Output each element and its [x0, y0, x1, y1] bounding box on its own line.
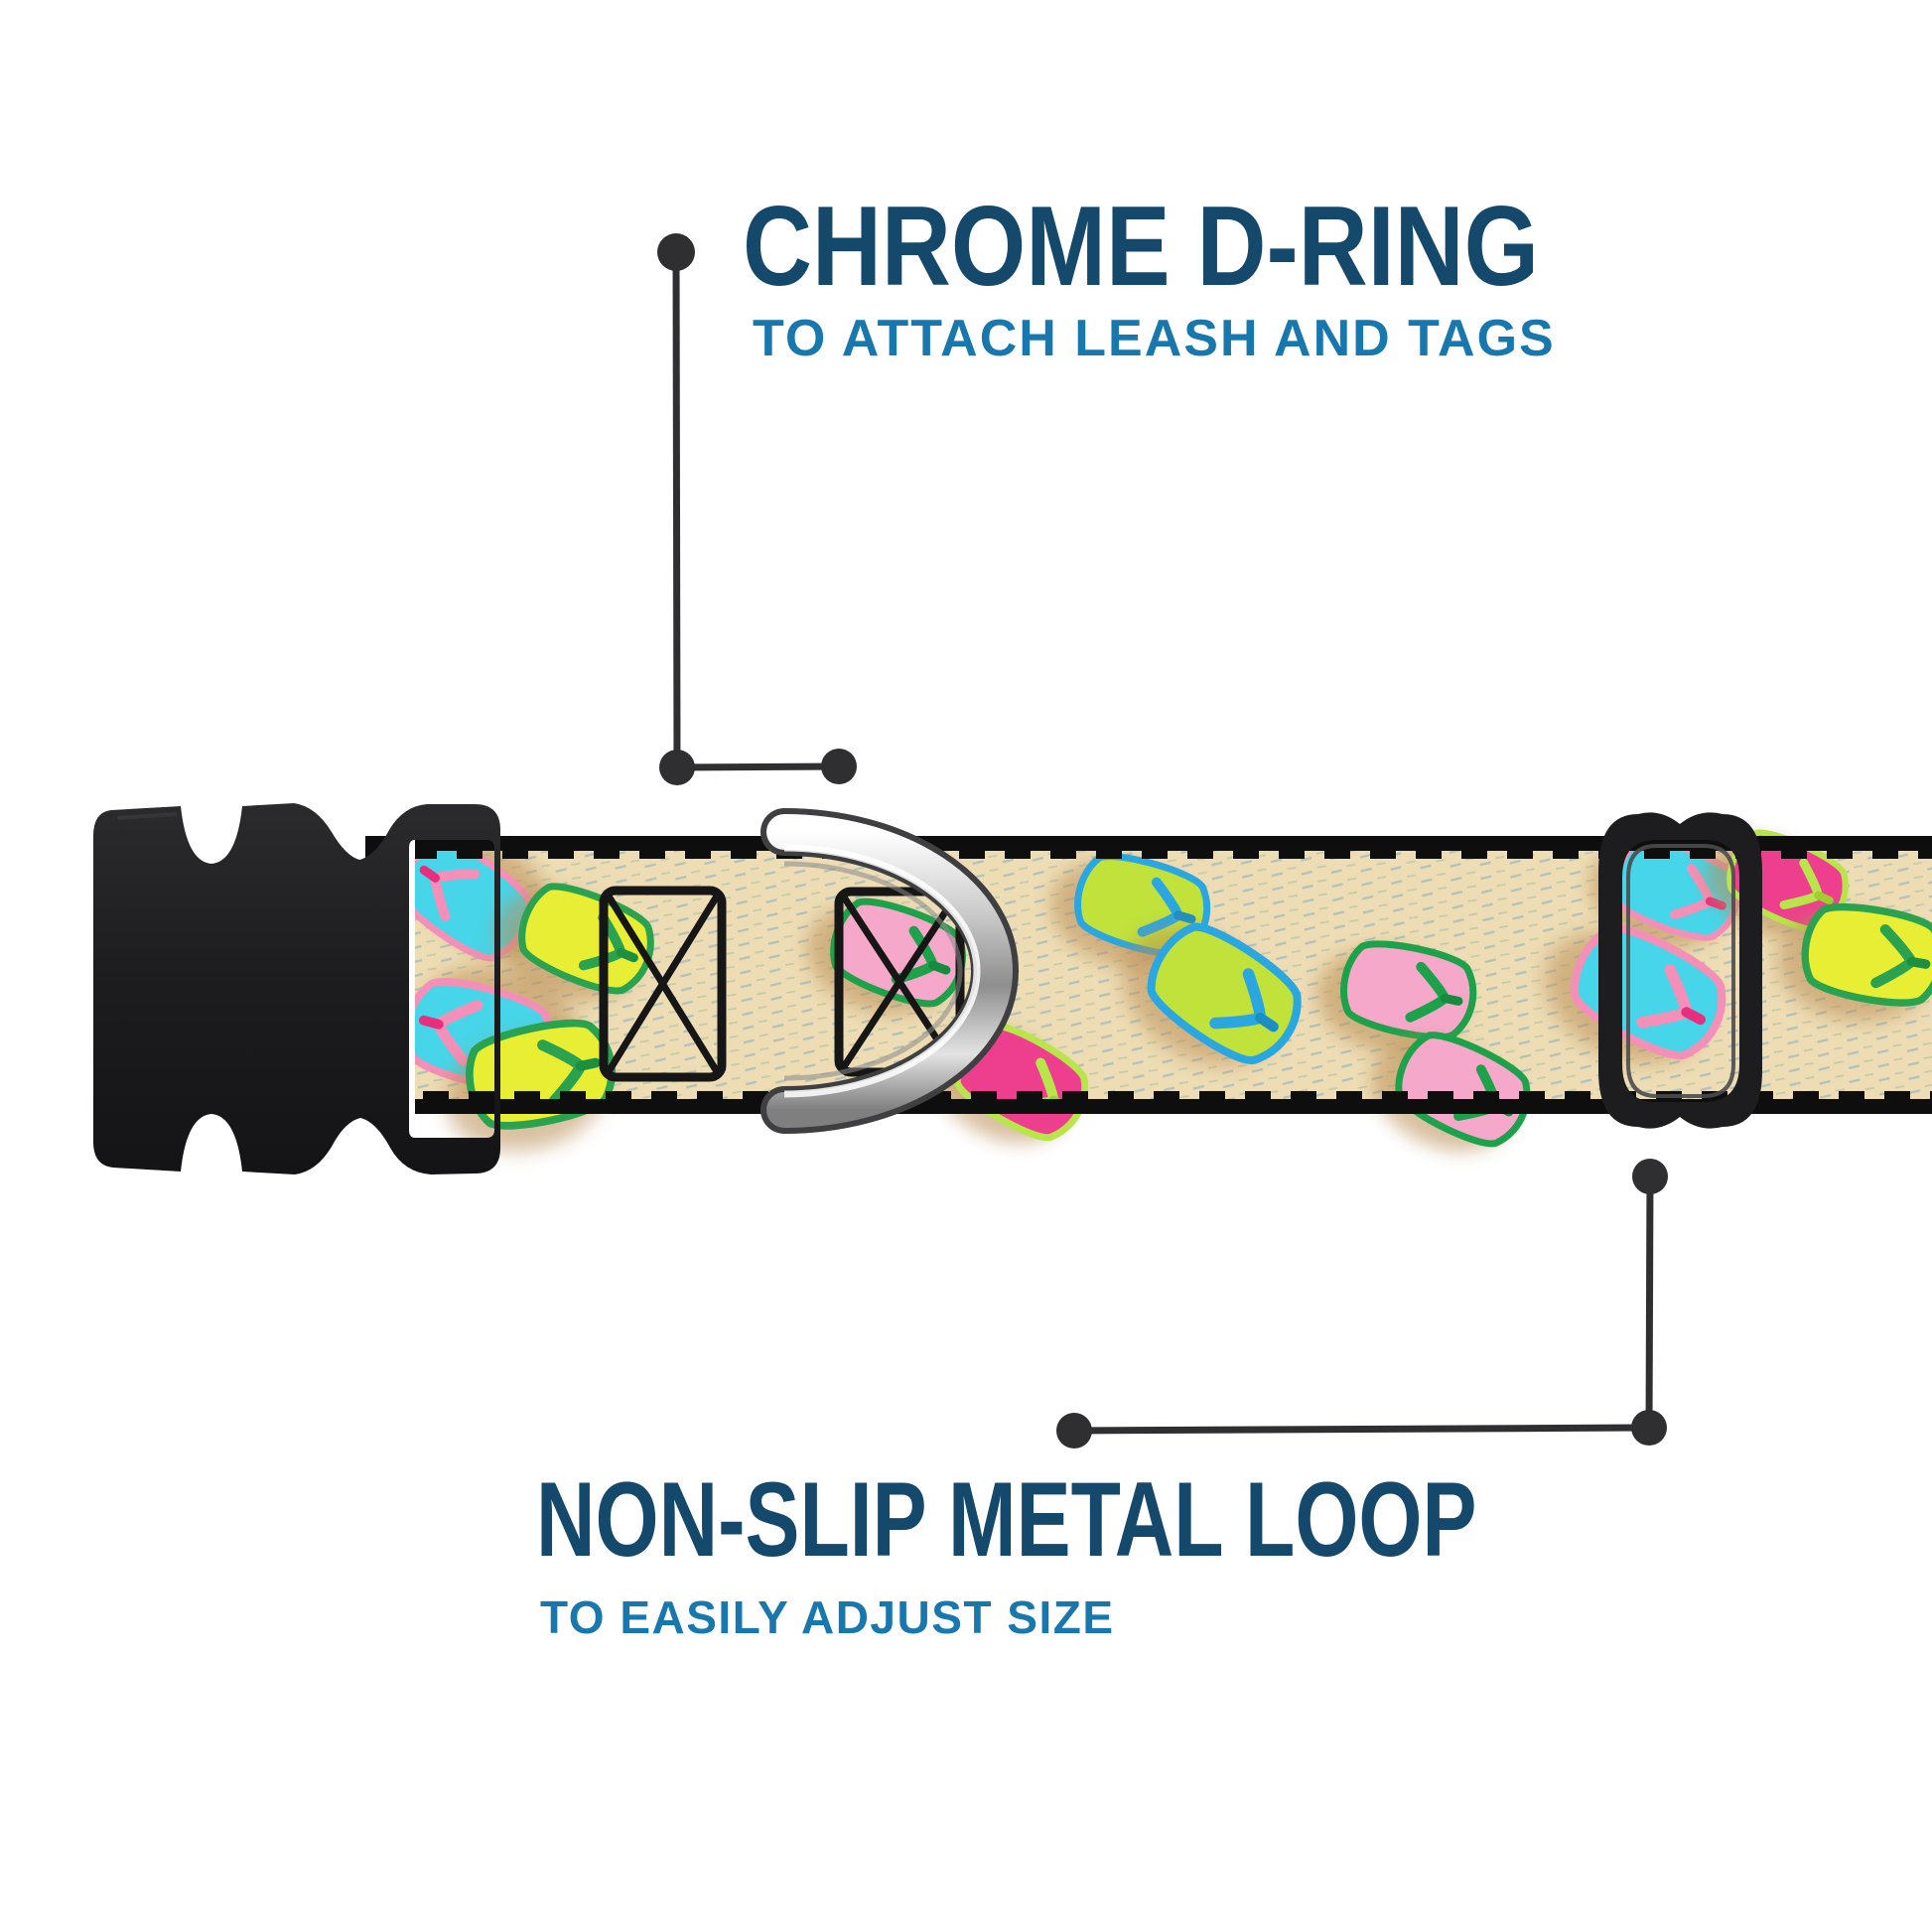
callout-loop — [1056, 1159, 1668, 1449]
callout-dot — [659, 750, 695, 785]
flipflop-graphic — [1776, 902, 1932, 1022]
flipflop-graphic — [1316, 940, 1477, 1054]
callout-dot — [1631, 1410, 1667, 1446]
callout-dot — [1056, 1413, 1092, 1449]
flipflop-graphic — [1122, 922, 1302, 1065]
loop-title: NON-SLIP METAL LOOP — [536, 1461, 1476, 1580]
callout-dring — [657, 233, 857, 785]
metal-slider-loop — [1598, 812, 1762, 1129]
side-release-buckle — [93, 803, 500, 1174]
callout-dot — [657, 233, 695, 271]
callout-dot — [1632, 1159, 1668, 1194]
webbing-bottom-edge — [365, 1099, 1932, 1114]
chrome-d-ring — [760, 808, 1019, 1134]
webbing-top-edge — [365, 836, 1932, 851]
loop-subtitle: TO EASILY ADJUST SIZE — [540, 1591, 1115, 1643]
callout-dot — [821, 749, 857, 784]
dring-subtitle: TO ATTACH LEASH AND TAGS — [753, 310, 1556, 367]
dring-title: CHROME D-RING — [743, 184, 1539, 310]
